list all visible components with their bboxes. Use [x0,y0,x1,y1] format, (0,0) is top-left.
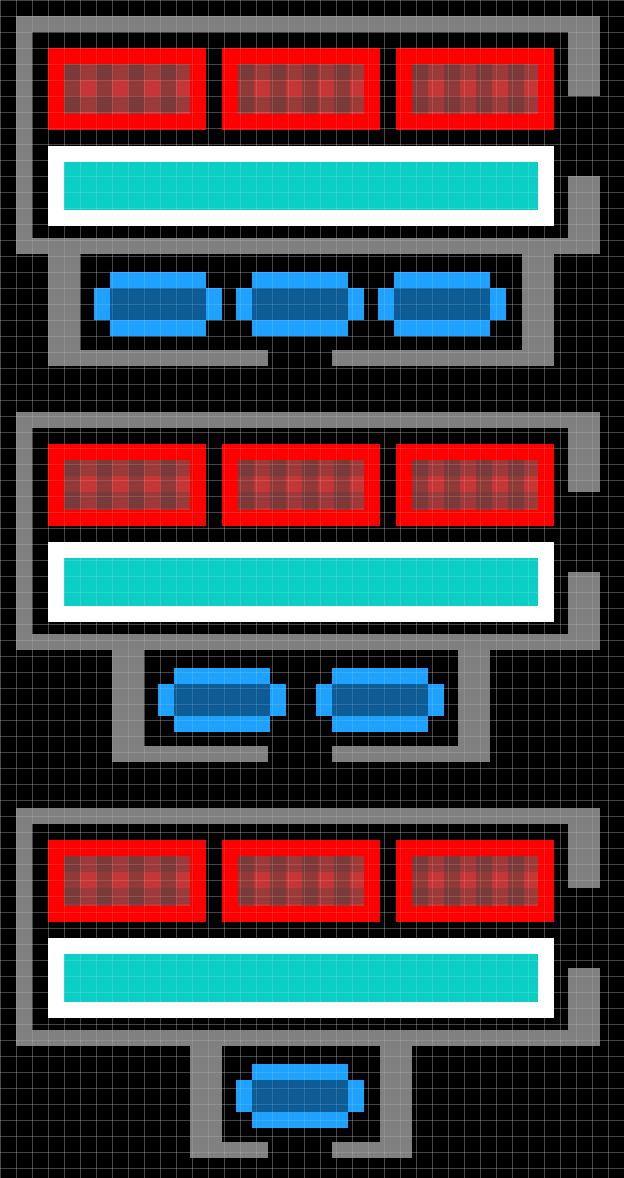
bay-right [522,254,554,366]
bay-bottom-right [332,350,554,366]
frame-right-upper [568,412,600,492]
pod [94,272,222,336]
frame-right-upper [568,808,600,888]
bay-bottom-left [190,1142,268,1158]
pod [236,1064,364,1128]
frame-bottom [16,1030,600,1046]
frame-left [16,16,32,254]
frame-right-upper [568,16,600,96]
red-slot [48,840,206,922]
progress-bar [48,938,554,1018]
red-slot [222,444,380,526]
pod [316,668,444,732]
red-slot [396,48,554,130]
pod [378,272,506,336]
frame-left [16,412,32,650]
progress-bar-fill [64,954,538,1002]
red-slot [396,444,554,526]
pod [158,668,286,732]
red-slot [48,48,206,130]
red-slot [222,840,380,922]
frame-top [16,808,600,824]
bay-left [112,650,144,762]
bay-bottom-left [112,746,268,762]
bay-bottom-left [48,350,268,366]
bay-right [380,1046,412,1158]
frame-bottom [16,238,600,254]
frame-top [16,412,600,428]
bay-bottom-right [332,746,490,762]
bay-left [48,254,80,366]
frame-top [16,16,600,32]
frame-left [16,808,32,1046]
bay-right [458,650,490,762]
progress-bar [48,542,554,622]
pod [236,272,364,336]
progress-bar [48,146,554,226]
progress-bar-fill [64,162,538,210]
red-slot [396,840,554,922]
progress-bar-fill [64,558,538,606]
frame-bottom [16,634,600,650]
module-1 [0,0,624,380]
bay-bottom-right [332,1142,412,1158]
bay-left [190,1046,222,1158]
red-slot [222,48,380,130]
module-2 [0,396,624,776]
module-3 [0,792,624,1172]
red-slot [48,444,206,526]
